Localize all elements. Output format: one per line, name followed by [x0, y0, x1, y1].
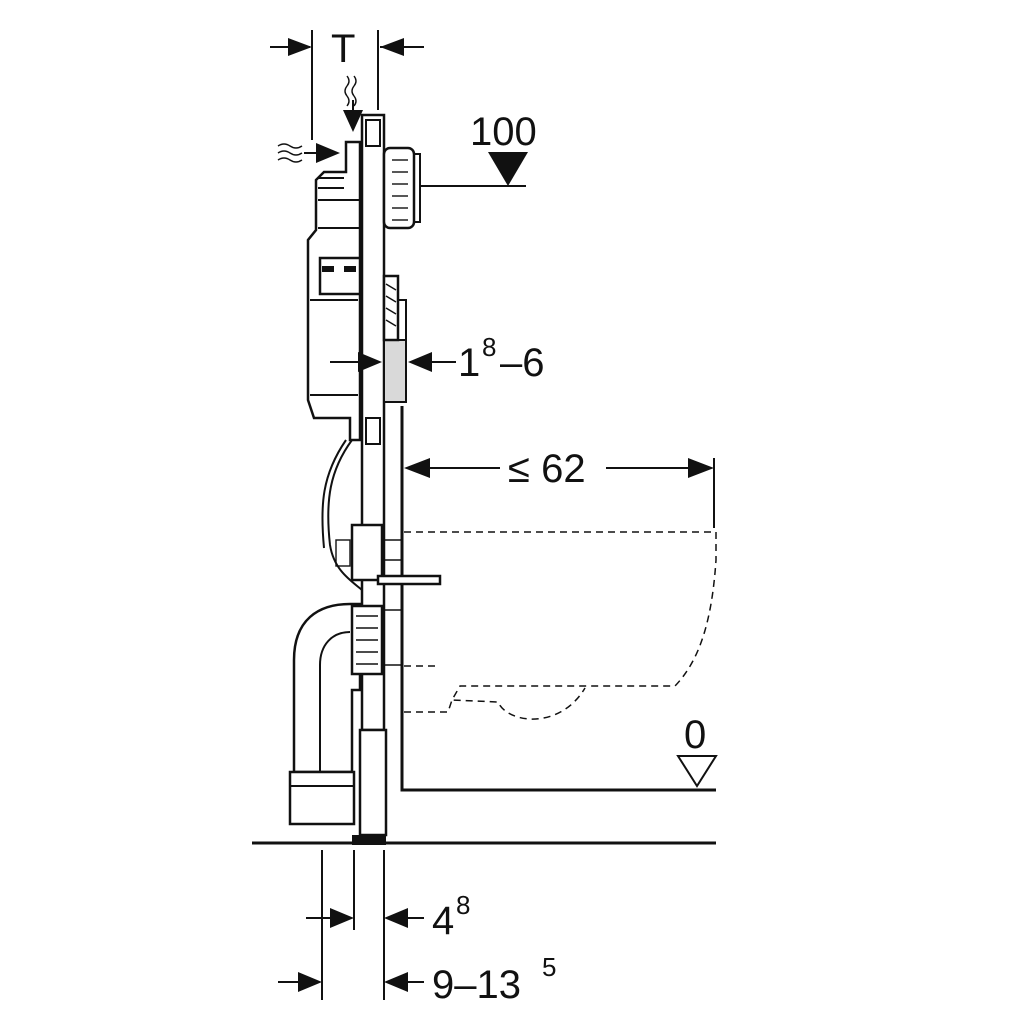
wall-thickness-base: 1	[458, 341, 480, 385]
wall-thickness-sup: 8	[482, 332, 496, 362]
water-supply-icon	[343, 75, 363, 132]
finished-wall	[400, 406, 716, 792]
foot-depth-base: 4	[432, 899, 454, 943]
dimension-wall-thickness: 1 8 –6	[330, 332, 545, 385]
drain-flow-icon	[277, 143, 340, 163]
toilet-bowl-outline	[404, 531, 717, 720]
depth-label: T	[331, 27, 355, 71]
supply-hose	[327, 439, 363, 591]
dimension-depth: T	[270, 27, 424, 140]
actuator-plate	[382, 146, 421, 230]
dimension-bowl-projection: ≤ 62	[404, 447, 715, 528]
drain-pipe	[288, 602, 384, 826]
dimension-flush-height: 100	[420, 110, 537, 187]
svg-text:1: 1	[458, 341, 480, 385]
cistern	[306, 140, 362, 442]
level-marker-icon: 0	[676, 713, 718, 788]
frame-depth-sup: 5	[542, 952, 556, 982]
dimension-foot-depth: 4 8	[306, 850, 470, 1000]
bowl-projection-label: ≤ 62	[508, 447, 586, 491]
mounting-bolt	[376, 574, 442, 586]
dimension-frame-depth: 9–13 5	[278, 930, 556, 1007]
foot-depth-sup: 8	[456, 890, 470, 920]
wall-thickness-tail: –6	[500, 341, 545, 385]
frame-depth-base: 9–13	[432, 963, 521, 1007]
connection-sleeve	[350, 523, 384, 582]
floor-reference-label: 0	[684, 713, 706, 757]
wall-board	[382, 274, 407, 403]
flush-height-label: 100	[470, 110, 537, 154]
